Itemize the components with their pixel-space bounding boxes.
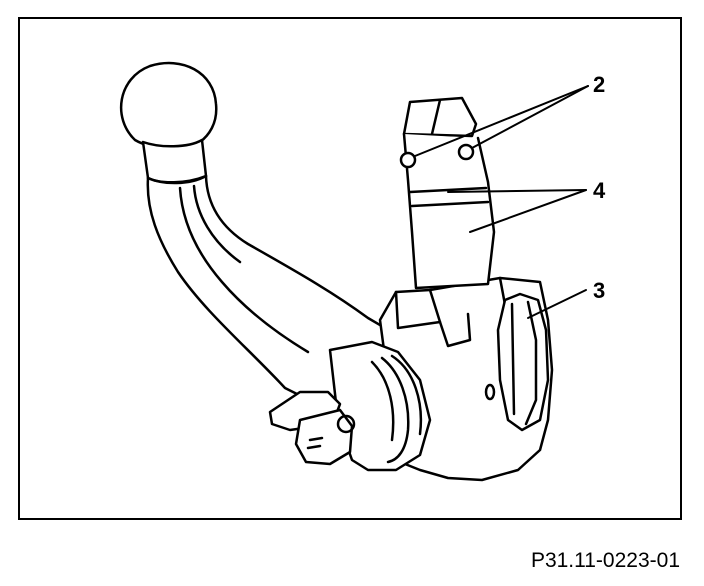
- leader-lines: [414, 85, 589, 319]
- callout-2: 2: [593, 72, 606, 97]
- leader-4a: [447, 189, 587, 193]
- callout-3: 3: [593, 278, 606, 303]
- leader-2a: [414, 85, 589, 157]
- figure-id: P31.11-0223-01: [530, 549, 680, 572]
- callout-4: 4: [593, 178, 606, 203]
- leader-3: [527, 289, 587, 319]
- locking-pin: [268, 390, 356, 466]
- vertical-post: [399, 96, 496, 290]
- leader-4b: [469, 189, 587, 233]
- tow-arm: [146, 174, 394, 400]
- tow-ball: [120, 61, 218, 185]
- leader-2b: [471, 85, 589, 149]
